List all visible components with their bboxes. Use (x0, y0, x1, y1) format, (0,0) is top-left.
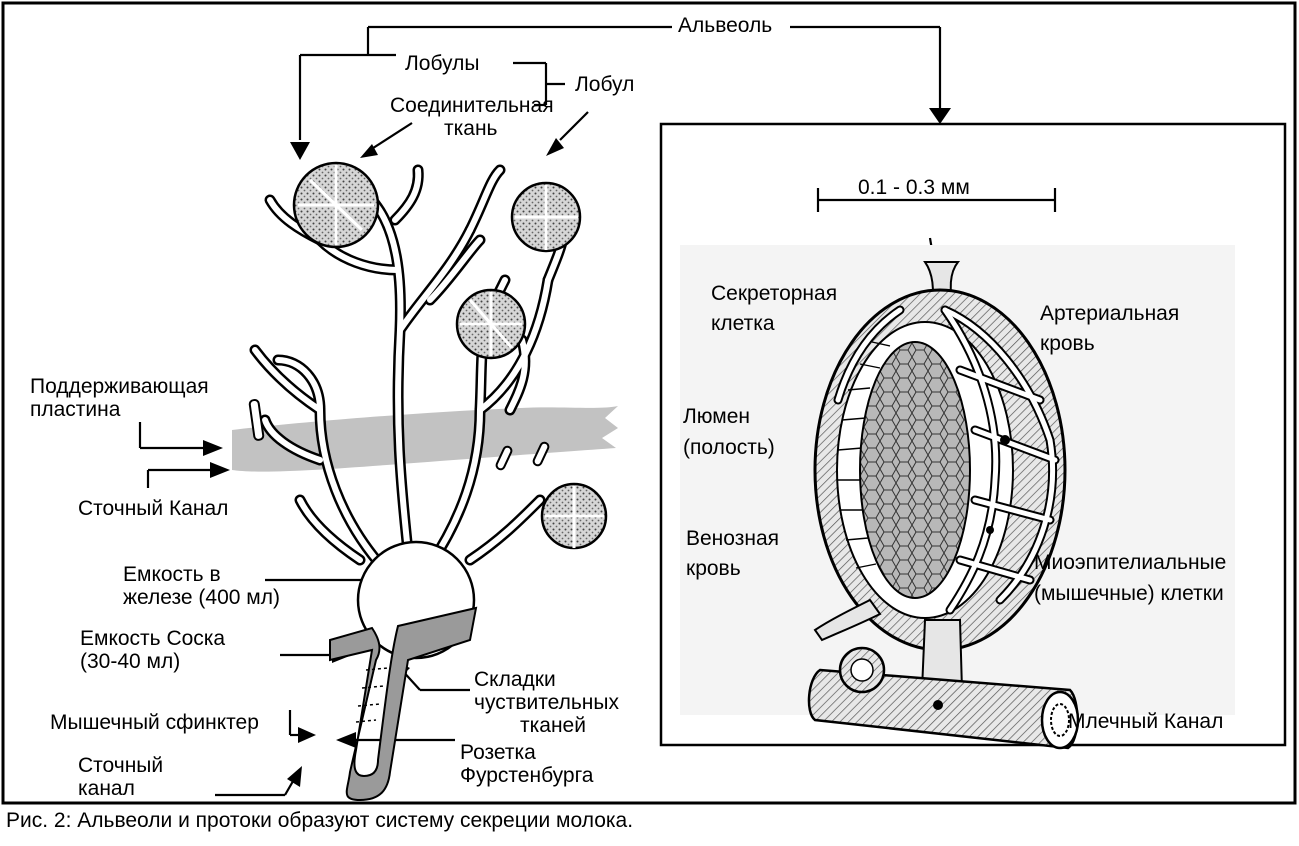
label-secretory-cell-1: Секреторная (711, 282, 837, 306)
label-rosette-1: Розетка (460, 741, 536, 765)
teat-wall (330, 608, 476, 800)
label-sphincter: Мышечный сфинктер (50, 711, 259, 735)
label-scale: 0.1 - 0.3 мм (858, 176, 970, 200)
label-alveol: Альвеоль (678, 14, 772, 38)
label-rosette-2: Фурстенбурга (460, 764, 593, 788)
figure-caption: Рис. 2: Альвеоли и протоки образуют сист… (6, 808, 633, 834)
label-supporting-plate-2: пластина (30, 398, 120, 422)
label-teat-cistern-2: (30-40 мл) (80, 650, 180, 674)
label-myoepithelial-2: (мышечные) клетки (1034, 582, 1224, 606)
label-lumen-2: (полость) (683, 436, 775, 460)
label-lobule: Лобул (575, 73, 634, 97)
label-connective-tissue-1: Соединительная (390, 94, 554, 118)
milk-duct-lumen (1051, 704, 1069, 736)
label-myoepithelial-1: Миоэпителиальные (1034, 551, 1226, 575)
label-supporting-plate-1: Поддерживающая (30, 375, 209, 399)
label-milk-duct: Млечный Канал (1068, 710, 1223, 734)
label-secretory-cell-2: клетка (711, 312, 775, 336)
label-teat-cistern-1: Емкость Соска (80, 627, 225, 651)
label-venous-blood-2: кровь (686, 557, 741, 581)
label-folds-1: Складки (474, 668, 556, 692)
label-teat-canal-2: канал (78, 777, 135, 801)
label-arterial-blood-2: кровь (1040, 332, 1095, 356)
label-teat-canal-1: Сточный (78, 754, 163, 778)
label-drain-duct: Сточный Канал (78, 497, 228, 521)
lumen (860, 342, 970, 598)
supporting-plate (232, 406, 618, 472)
label-lobules: Лобулы (405, 52, 479, 76)
label-arterial-blood-1: Артериальная (1040, 302, 1179, 326)
label-folds-3: тканей (520, 714, 586, 738)
label-lumen-1: Люмен (683, 405, 750, 429)
label-folds-2: чуствительных (474, 691, 619, 715)
label-gland-cistern-2: железе (400 мл) (123, 586, 280, 610)
label-venous-blood-1: Венозная (686, 527, 779, 551)
side-duct-lumen (851, 659, 873, 681)
label-gland-cistern-1: Емкость в (123, 563, 221, 587)
label-connective-tissue-2: ткань (444, 117, 497, 141)
